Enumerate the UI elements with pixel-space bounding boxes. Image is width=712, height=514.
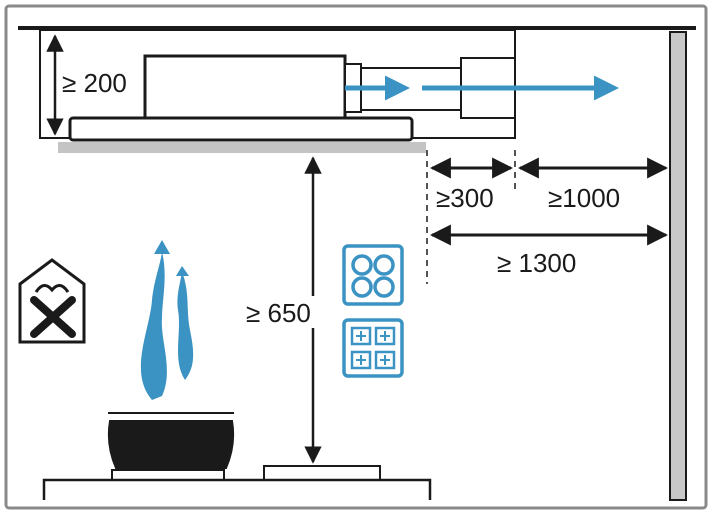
duct-second-label: ≥1000 [548, 183, 620, 213]
clearance-label-bg [240, 296, 330, 328]
right-wall [669, 31, 687, 501]
electric-hob-icon [342, 318, 404, 378]
induction-hob-icon [342, 244, 404, 306]
hood-plate [68, 116, 414, 142]
hood-underside [58, 142, 426, 153]
height-min-label: ≥ 200 [62, 68, 127, 98]
steam-swirl-small [177, 272, 194, 380]
steam-arrow-head-large [154, 240, 170, 254]
burner-left [111, 469, 225, 481]
duct-first-label: ≥300 [436, 183, 494, 213]
countertop [42, 478, 432, 500]
no-ventilation-house-icon [18, 258, 86, 344]
pot-body [107, 420, 235, 469]
clearance-min-label: ≥ 650 [246, 298, 311, 328]
steam-arrow-head-small [176, 266, 189, 276]
duct-total-label: ≥ 1300 [497, 248, 576, 278]
hood-housing [143, 54, 347, 120]
burner-right [263, 465, 381, 481]
steam-swirl-large [140, 252, 167, 400]
